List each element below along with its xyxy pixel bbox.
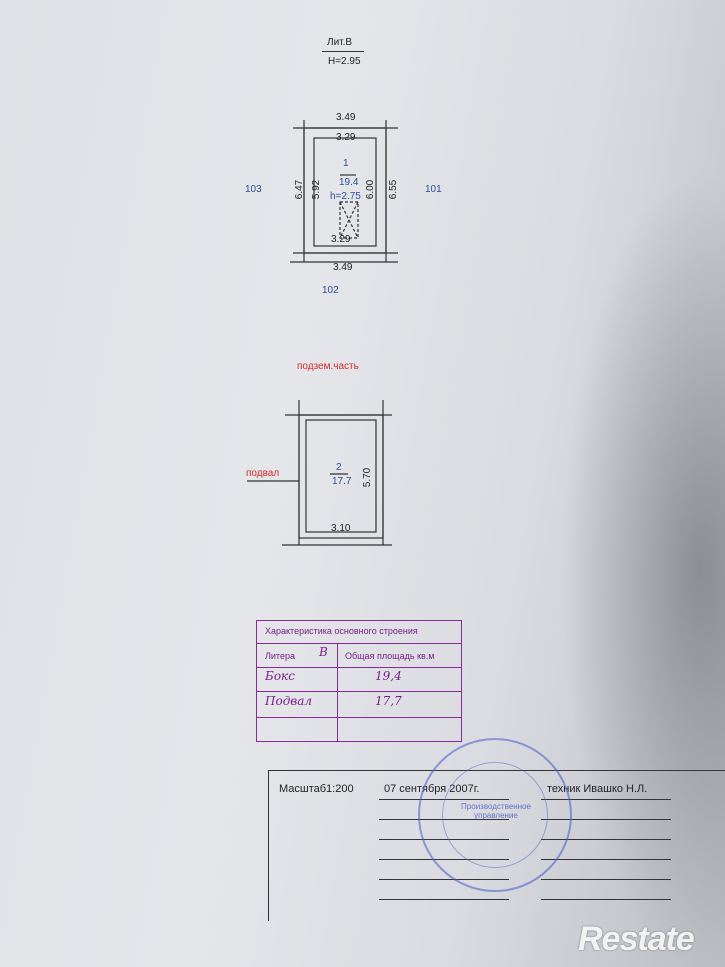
seal-text: Производственное управление (461, 802, 531, 820)
area-header: Общая площадь кв.м (345, 651, 435, 661)
seal-inner-ring (442, 762, 548, 868)
official-seal-icon: Производственное управление (418, 738, 572, 892)
room-1-area: 19.4 (339, 177, 359, 188)
basement-section-title: подзем.часть (297, 361, 359, 372)
table-row-name: Подвал (265, 694, 313, 708)
left-outer-dimension: 6.47 (294, 179, 306, 200)
room-1-number: 1 (343, 158, 349, 169)
top-outer-dimension: 3.49 (336, 112, 356, 123)
pit-diagonal-2 (339, 201, 359, 239)
left-inner-dimension: 5.92 (311, 179, 323, 200)
neighbor-103: 103 (245, 184, 262, 195)
table-row-name: Бокс (265, 669, 295, 683)
form-line (541, 839, 671, 840)
room-1-inner-wall (313, 137, 377, 247)
characteristics-title: Характеристика основного строения (265, 626, 418, 636)
table-row-divider (257, 643, 461, 644)
inspection-pit (339, 201, 359, 239)
basement-bottom-dimension: 3.10 (331, 523, 351, 534)
building-height: H=2.95 (328, 56, 361, 67)
form-line (541, 819, 671, 820)
basement-label: подвал (246, 468, 280, 479)
scale-label: Масштаб1:200 (279, 783, 354, 795)
top-inner-dimension: 3.29 (336, 132, 356, 143)
bottom-outer-dimension: 3.49 (333, 262, 353, 273)
technician-underline (541, 799, 671, 800)
technician-label: техник Ивашко Н.Л. (547, 783, 648, 795)
basement-right-dimension: 5.70 (362, 467, 374, 488)
form-line (379, 879, 509, 880)
room-1-height: h=2.75 (330, 191, 361, 202)
neighbor-101: 101 (425, 184, 442, 195)
table-row-divider (257, 691, 461, 692)
characteristics-stamp-table: Характеристика основного строения Литера… (256, 620, 462, 742)
neighbor-102: 102 (322, 285, 339, 296)
room-2-number: 2 (336, 462, 342, 473)
litera-value: В (319, 645, 328, 659)
bottom-inner-dimension: 3.29 (331, 234, 351, 245)
right-outer-dimension: 6.55 (388, 179, 400, 200)
right-inner-dimension: 6.00 (365, 179, 377, 200)
form-line (379, 899, 509, 900)
restate-logo: Restate (578, 920, 695, 958)
header-divider (322, 51, 364, 52)
litera-label: Лит.В (327, 37, 353, 48)
form-line (541, 899, 671, 900)
basement-inner-wall (305, 419, 377, 533)
table-row-divider (257, 717, 461, 718)
table-column-divider (337, 643, 339, 741)
table-row-area: 19,4 (375, 669, 402, 683)
form-line (541, 879, 671, 880)
table-row-area: 17,7 (375, 694, 402, 708)
litera-header: Литера (265, 651, 295, 661)
table-row-divider (257, 667, 461, 668)
form-line (541, 859, 671, 860)
room-2-area: 17.7 (332, 476, 352, 487)
